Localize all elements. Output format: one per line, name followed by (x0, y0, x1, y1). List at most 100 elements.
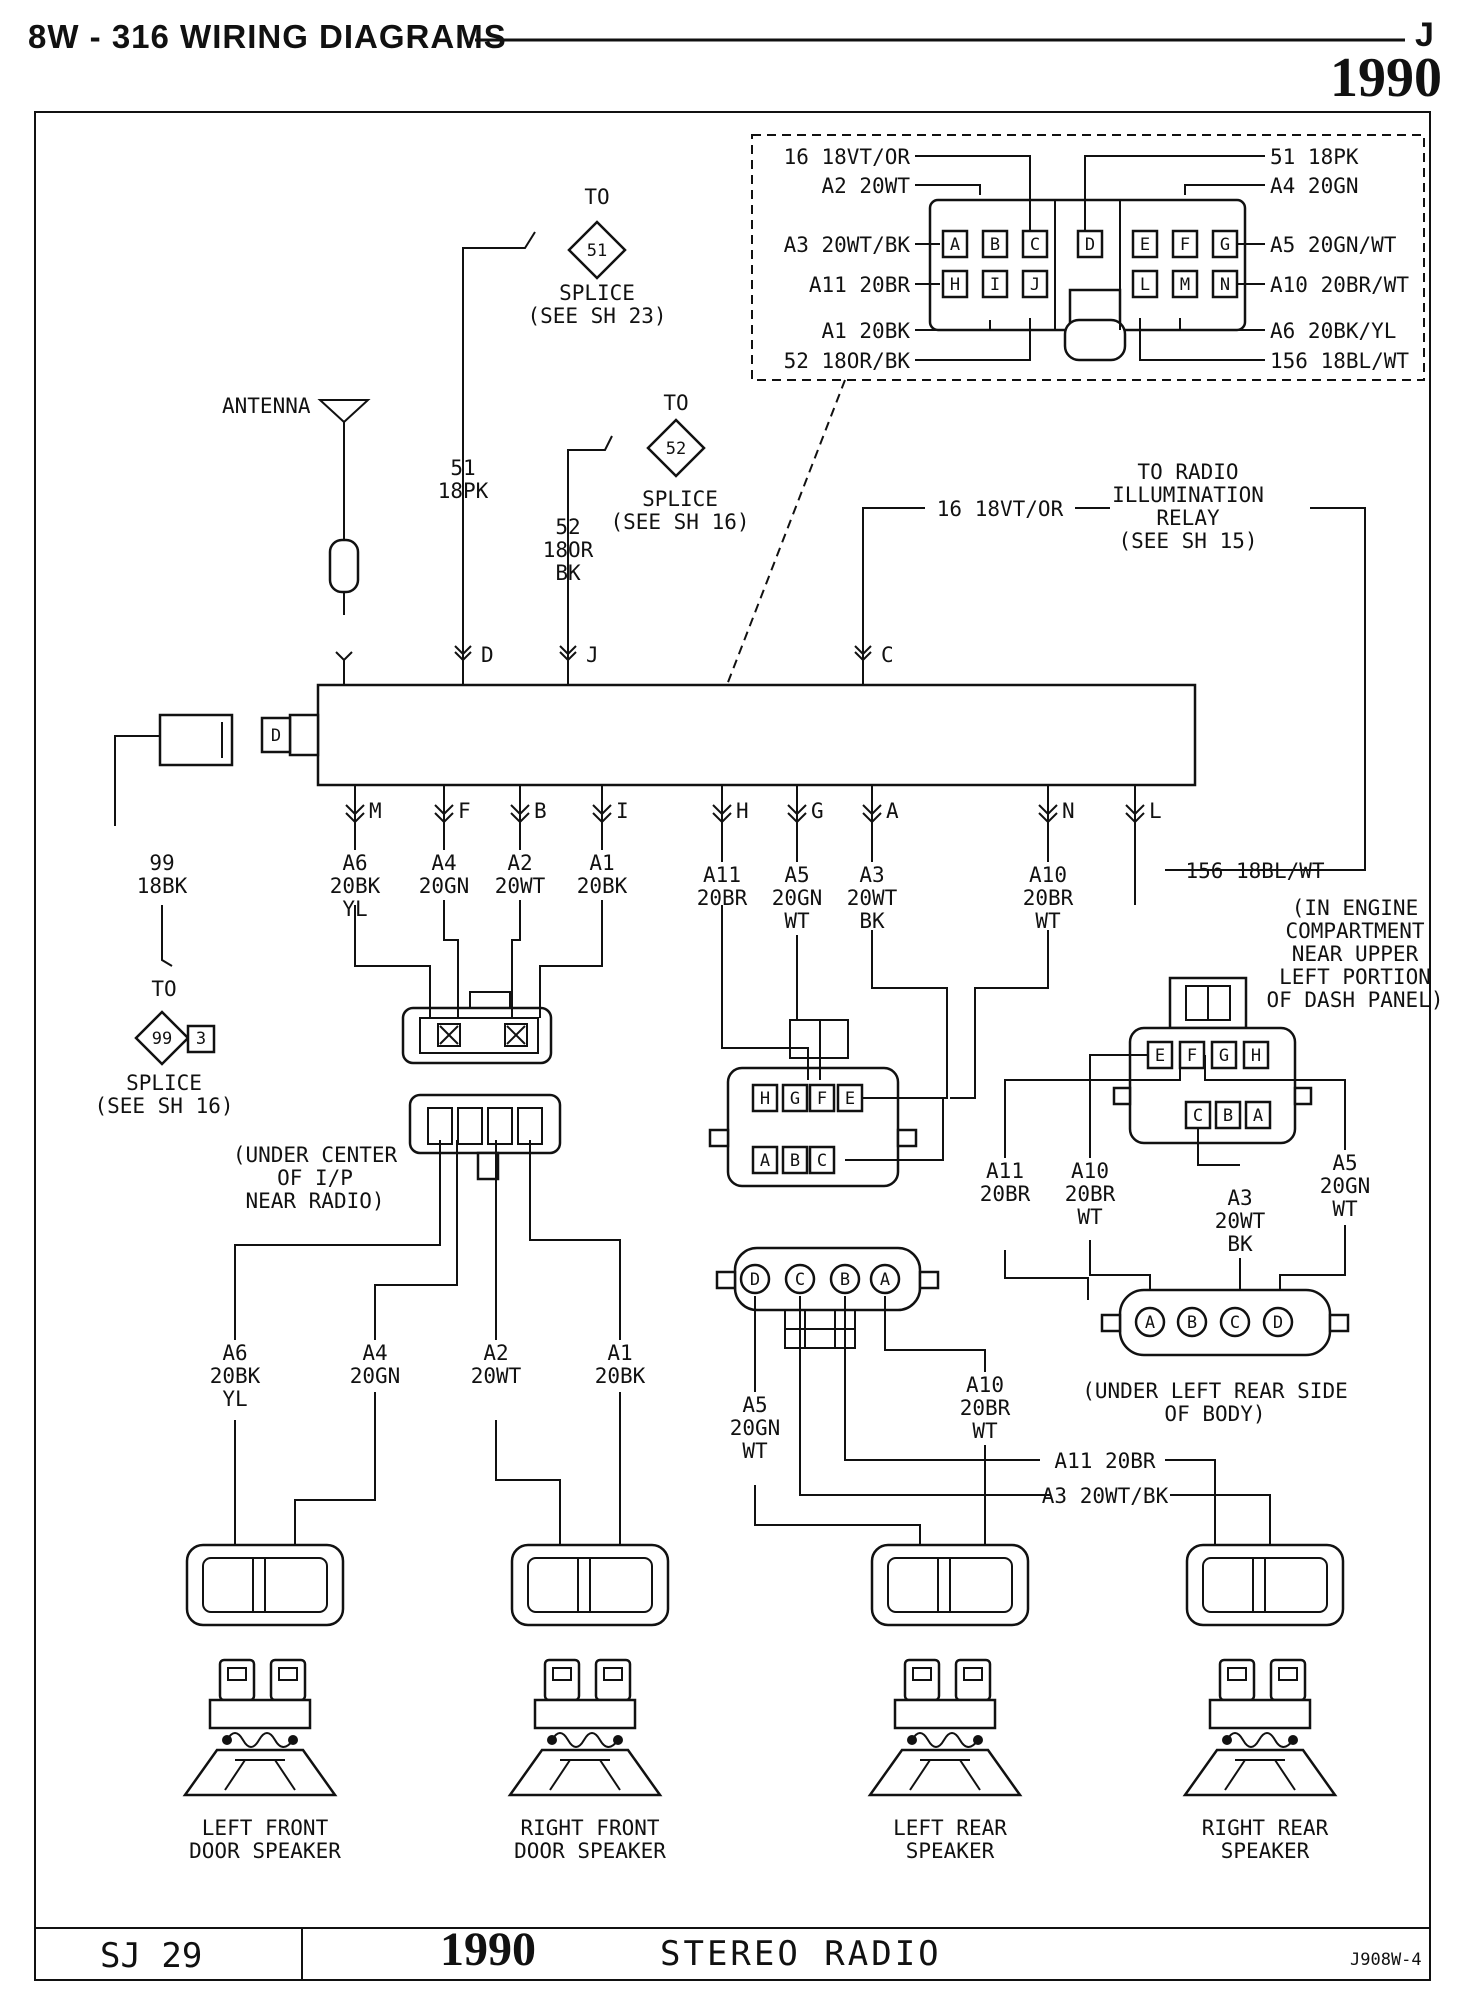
wire51-color: 18PK (438, 479, 489, 503)
engine-pin-b-b: B (1223, 1106, 1233, 1126)
rear-note-1: (UNDER LEFT REAR SIDE (1082, 1379, 1348, 1403)
front-label-bg-1 (337, 1340, 413, 1392)
under-radio-label-1-0: A4 (431, 851, 456, 875)
inset-pin-h: H (950, 275, 960, 295)
antenna-label: ANTENNA (222, 394, 311, 418)
radio-connector-face (915, 155, 1265, 362)
relay-line3: RELAY (1156, 506, 1220, 530)
front-wire-label-1-0: A4 (362, 1341, 387, 1365)
radio-bottom-pin-mark2-6 (862, 812, 882, 824)
speaker-label-0-line1: LEFT FRONT (202, 1816, 329, 1840)
antenna-icon (317, 399, 371, 424)
wire156-label: 156 18BL/WT (1185, 859, 1324, 883)
wire51-num: 51 (450, 456, 475, 480)
center-pin-a: A (880, 1270, 890, 1290)
under-radio-label-3-0: A1 (589, 851, 614, 875)
mid-pin-g-outline (781, 1083, 809, 1113)
inset-wire-a5: A5 20GN/WT (1270, 233, 1397, 257)
radio-bottom-pin-mark-1 (434, 804, 454, 816)
splice99-to: TO (151, 977, 176, 1001)
speaker-label-3-line2: SPEAKER (1221, 1839, 1310, 1863)
speaker-label-2-line2: SPEAKER (906, 1839, 995, 1863)
under-radio-label-bg-6 (834, 862, 910, 935)
radio-bottom-pin-mark-0 (345, 804, 365, 816)
inset-wire-a3: A3 20WT/BK (784, 233, 911, 257)
rear-long-wire-a11: A11 20BR (1054, 1449, 1156, 1473)
inset-pin-d: D (1085, 235, 1095, 255)
under-radio-label-6-2: BK (859, 909, 885, 933)
under-radio-label-5-2: WT (784, 909, 810, 933)
center-pin-c-outline (784, 1263, 816, 1295)
inset-wire-a2: A2 20WT (821, 174, 910, 198)
speaker-connector-0 (185, 1543, 345, 1627)
splice52-to: TO (663, 391, 688, 415)
inset-pin-c: C (1030, 235, 1040, 255)
splice51-label: SPLICE (559, 281, 635, 305)
splice99-pin-box (186, 1024, 216, 1054)
splice99-number: 99 (152, 1029, 172, 1049)
engine-connector (1004, 976, 1346, 1300)
rear-pin-c-outline (1219, 1306, 1251, 1338)
rear-note-2: OF BODY) (1164, 1402, 1265, 1426)
inset-pin-j: J (1030, 275, 1040, 295)
center-rear-connector (715, 1246, 1271, 1555)
mid-pin-c-b-outline (808, 1145, 836, 1175)
front-label-bg-3 (582, 1340, 658, 1392)
inset-pin-d-outline (1076, 229, 1104, 259)
engine-pin-a-b: A (1253, 1106, 1263, 1126)
speaker-label-3-line1: RIGHT REAR (1202, 1816, 1329, 1840)
splice52-ref: (SEE SH 16) (610, 510, 749, 534)
wire-99 (114, 735, 160, 826)
speaker-icon-1 (507, 1658, 663, 1797)
speaker-harness-connector (401, 1006, 553, 1065)
radio-bottom-pin-mark-7 (1038, 804, 1058, 816)
speaker-icon-3 (1182, 1658, 1338, 1797)
speaker-harness-wires (354, 905, 603, 1047)
splice99-label: SPLICE (126, 1071, 202, 1095)
mid-pin-g: G (790, 1089, 800, 1109)
ip-note-3: NEAR RADIO) (245, 1189, 384, 1213)
radio-knob (288, 713, 320, 757)
engine-note-3: NEAR UPPER (1292, 942, 1419, 966)
mid-pin-e: E (845, 1089, 855, 1109)
inset-pin-a-outline (941, 229, 969, 259)
splice51-to: TO (584, 185, 609, 209)
rear-long-wire-a3: A3 20WT/BK (1042, 1484, 1169, 1508)
radio-bottom-pin-h: H (736, 799, 749, 823)
engine-note-2: COMPARTMENT (1285, 919, 1424, 943)
front-wire-label-0-2: YL (222, 1387, 247, 1411)
engine-wire-label-0-1: 20BR (980, 1182, 1031, 1206)
front-wire-label-3-0: A1 (607, 1341, 632, 1365)
front-wire-label-3-1: 20BK (595, 1364, 646, 1388)
inset-pin-f: F (1180, 235, 1190, 255)
rear-wire-label-0-0: A5 (742, 1393, 767, 1417)
center-pin-d: D (750, 1270, 760, 1290)
under-radio-label-5-1: 20GN (772, 886, 823, 910)
front-wire-label-0-1: 20BK (210, 1364, 261, 1388)
wire-51 (462, 231, 536, 660)
splice51-diamond (567, 220, 627, 280)
inset-pin-i: I (990, 275, 1000, 295)
splice52-diamond (646, 418, 706, 478)
splice52-label: SPLICE (642, 487, 718, 511)
radio-bottom-pin-mark-5 (787, 804, 807, 816)
wire52-color2: BK (555, 561, 581, 585)
under-radio-label-bg-2 (482, 850, 558, 900)
front-door-wires (234, 1140, 621, 1555)
inset-left-wire-labels: 16 18VT/OR A2 20WT A3 20WT/BK A11 20BR A… (784, 145, 911, 373)
inset-pin-b: B (990, 235, 1000, 255)
radio-bottom-pin-mark2-1 (434, 812, 454, 824)
speaker-connector-3 (1185, 1543, 1345, 1627)
under-radio-label-7-2: WT (1035, 909, 1061, 933)
radio-bottom-pin-n: N (1062, 799, 1075, 823)
under-radio-label-4-0: A11 (703, 863, 741, 887)
radio-bottom-pin-mark2-2 (510, 812, 530, 824)
radio-bottom-pin-mark2-5 (787, 812, 807, 824)
